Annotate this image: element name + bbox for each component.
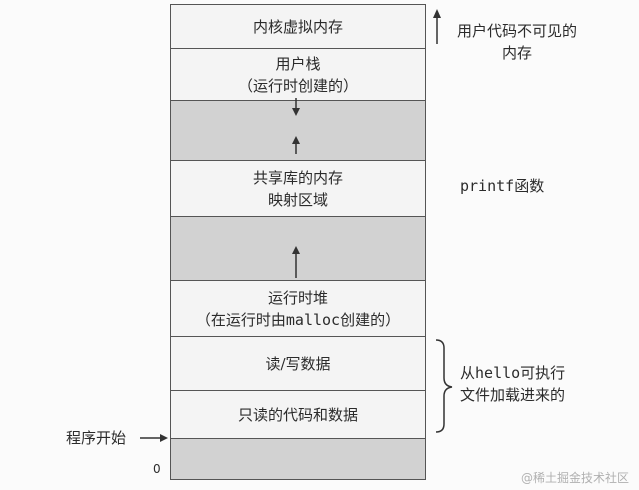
read-only-code-segment: 只读的代码和数据 xyxy=(171,391,425,439)
runtime-heap-label: 运行时堆 xyxy=(267,288,328,307)
runtime-heap-segment: 运行时堆 （在运行时由malloc创建的） xyxy=(171,281,425,337)
hello-code: hello xyxy=(475,364,521,382)
read-write-data-segment: 读/写数据 xyxy=(171,337,425,391)
program-start-arrow xyxy=(140,434,168,442)
mmap-grow-up-arrow xyxy=(292,136,300,154)
malloc-code: malloc xyxy=(285,310,341,329)
stack-grow-down-arrow xyxy=(292,98,300,116)
kernel-virtual-memory-segment: 内核虚拟内存 xyxy=(171,5,425,49)
heap-grow-up-arrow xyxy=(292,246,300,278)
kernel-upward-arrow xyxy=(433,9,441,44)
user-stack-label: 用户栈 xyxy=(275,54,321,73)
watermark: @稀土掘金技术社区 xyxy=(520,471,629,485)
shared-library-label: 共享库的内存 xyxy=(252,168,343,187)
unused-low-segment xyxy=(171,439,425,479)
runtime-heap-sublabel: （在运行时由malloc创建的） xyxy=(195,310,401,329)
read-only-code-label: 只读的代码和数据 xyxy=(237,405,358,424)
read-write-data-label: 读/写数据 xyxy=(265,354,331,373)
user-stack-sublabel: （运行时创建的） xyxy=(237,76,358,95)
shared-library-sublabel: 映射区域 xyxy=(267,190,328,209)
address-zero-label: 0 xyxy=(153,462,161,476)
program-start-label: 程序开始 xyxy=(66,429,127,447)
loaded-from-executable-note: 从hello可执行 文件加载进来的 xyxy=(460,364,566,404)
heap-gap-segment xyxy=(171,217,425,281)
invisible-memory-note: 用户代码不可见的 内存 xyxy=(456,22,577,62)
user-stack-segment: 用户栈 （运行时创建的） xyxy=(171,49,425,101)
kernel-virtual-memory-label: 内核虚拟内存 xyxy=(252,17,343,36)
memory-layout-stack: 内核虚拟内存 用户栈 （运行时创建的） 共享库的内存 映射区域 运行时堆 （在运… xyxy=(170,4,426,480)
printf-note: printf函数 xyxy=(460,177,545,195)
shared-library-segment: 共享库的内存 映射区域 xyxy=(171,161,425,217)
loaded-segments-brace xyxy=(435,339,453,433)
printf-code: printf xyxy=(460,177,515,195)
